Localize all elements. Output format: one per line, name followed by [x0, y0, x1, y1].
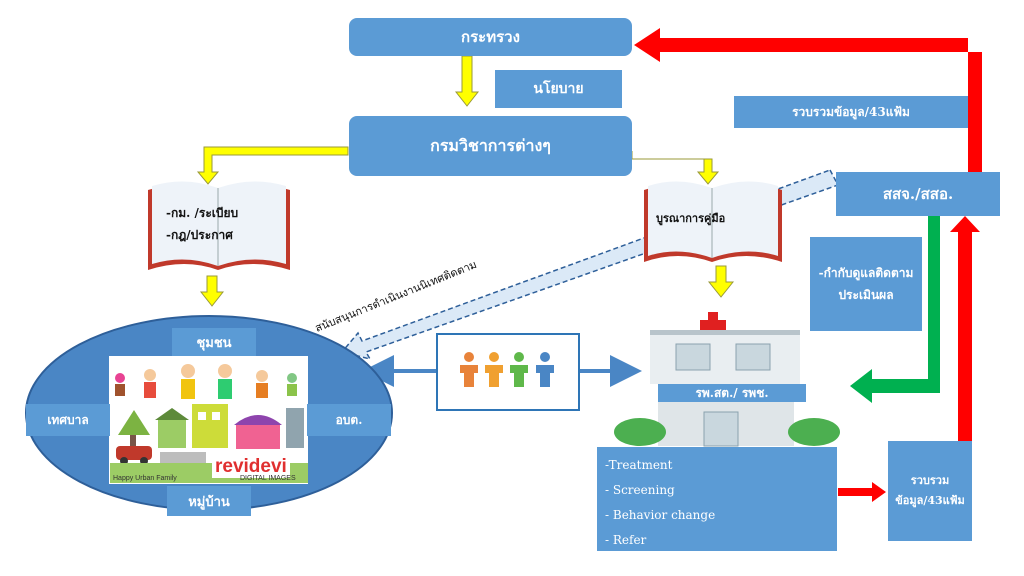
arrow-departments-to-right-book — [631, 151, 720, 185]
illustration-caption-right: DIGITAL IMAGES — [240, 475, 296, 482]
illustration-brand: revidevi — [212, 456, 290, 478]
hospital-label: รพ.สต./ รพช. — [658, 384, 806, 402]
family-icon — [460, 352, 554, 387]
community-illustration — [109, 356, 308, 484]
left-book-text: -กม. /ระเบียบ -กฎ/ประกาศ — [166, 202, 238, 246]
policy-box: นโยบาย — [495, 70, 622, 108]
family-box — [436, 333, 580, 411]
service-item: - Behavior change — [605, 508, 716, 522]
ministry-box: กระทรวง — [349, 18, 632, 56]
arrow-right-book-to-hospital — [707, 265, 735, 298]
service-item: - Screening — [605, 483, 675, 497]
collect-bottom-box: รวบรวมข้อมูล/43แฟ้ม — [888, 441, 972, 541]
arrow-services-to-collect — [838, 482, 886, 502]
service-item: -Treatment — [605, 458, 673, 472]
arrow-provincial-to-hospital — [850, 215, 940, 403]
right-book-text: บูรณาการคู่มือ — [656, 212, 726, 225]
service-item: - Refer — [605, 533, 647, 547]
arrow-ministry-to-departments — [454, 55, 480, 107]
left-book-line-2: -กฎ/ประกาศ — [166, 228, 233, 242]
arrow-departments-to-left-book — [196, 146, 349, 185]
village-box: หมู่บ้าน — [167, 486, 251, 516]
services-list: -Treatment - Screening - Behavior change… — [597, 447, 837, 551]
arrow-collect-to-provincial — [950, 216, 980, 441]
left-book-icon — [148, 181, 290, 270]
arrow-provincial-to-ministry — [634, 28, 982, 172]
illustration-caption-left: Happy Urban Family — [113, 475, 177, 482]
right-book-icon — [644, 181, 782, 262]
left-book-line-1: -กม. /ระเบียบ — [166, 206, 239, 220]
collect-top-box: รวบรวมข้อมูล/43แฟ้ม — [734, 96, 968, 128]
arrow-left-book-to-community — [199, 275, 225, 307]
supervise-box: -กำกับดูแลติดตามประเมินผล — [810, 237, 922, 331]
community-box: ชุมชน — [172, 328, 256, 356]
sao-box: อบต. — [307, 404, 391, 436]
yellow-arrows — [196, 55, 735, 307]
houses-icon — [110, 404, 308, 483]
municipality-box: เทศบาล — [26, 404, 110, 436]
provincial-box: สสจ./สสอ. — [836, 172, 1000, 216]
people-figures-icon — [115, 364, 297, 399]
hospital-icon — [614, 312, 840, 447]
red-arrows — [634, 28, 982, 502]
departments-box: กรมวิชาการต่างๆ — [349, 116, 632, 176]
